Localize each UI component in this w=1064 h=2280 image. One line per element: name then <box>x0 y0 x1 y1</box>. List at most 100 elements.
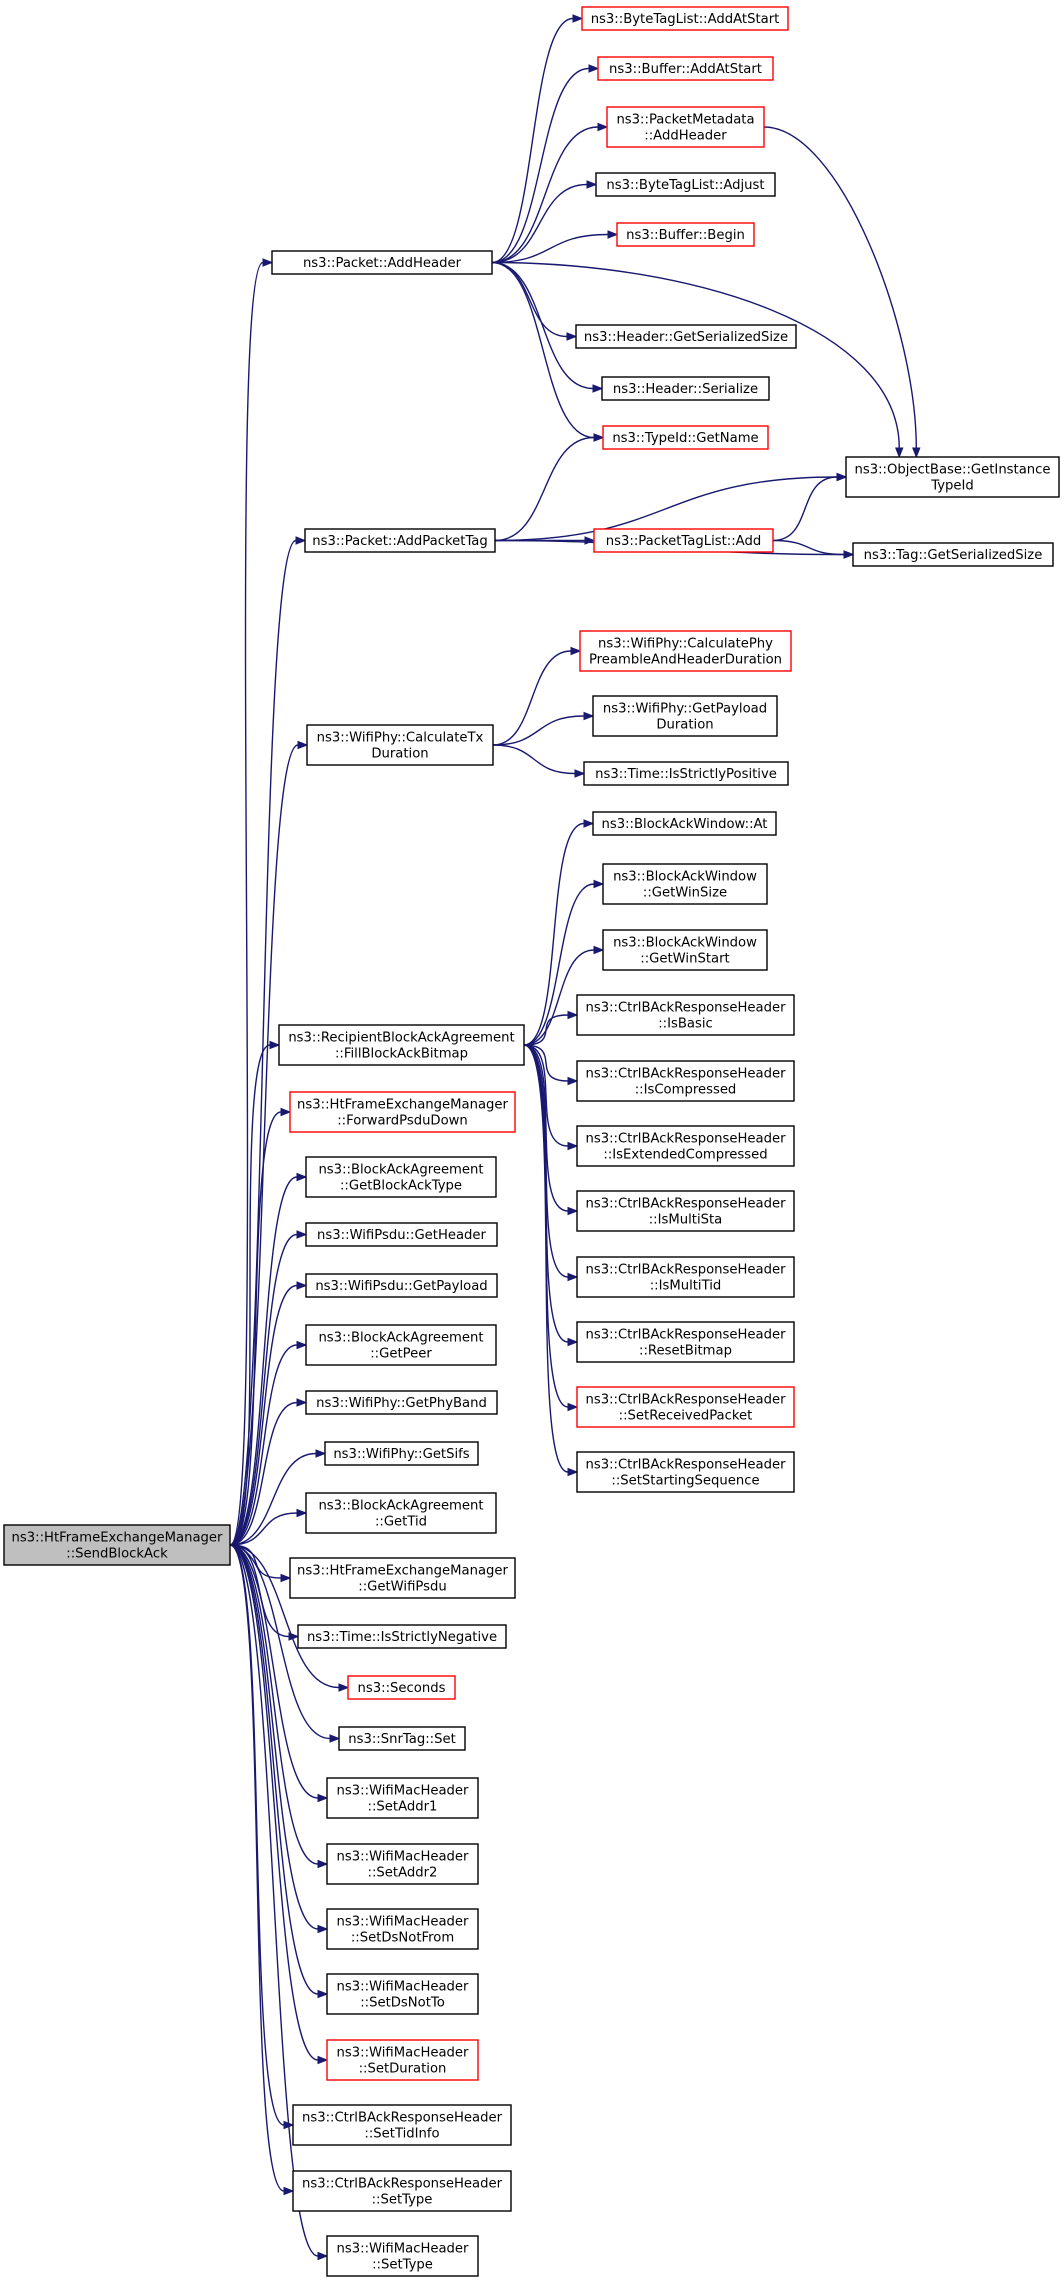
node-box <box>576 1321 795 1363</box>
arrowhead <box>567 1337 579 1347</box>
node-box <box>576 1190 795 1232</box>
node-label: ::SetType <box>372 2193 433 2208</box>
node-pm-addheader[interactable]: ns3::PacketMetadata::AddHeader <box>606 106 765 148</box>
node-btl-adjust[interactable]: ns3::ByteTagList::Adjust <box>595 172 776 197</box>
node-box <box>347 1675 456 1700</box>
node-baw-getwinsize[interactable]: ns3::BlockAckWindow::GetWinSize <box>602 863 768 905</box>
node-label: ns3::HtFrameExchangeManager <box>297 1098 508 1113</box>
node-phy-getsifs[interactable]: ns3::WifiPhy::GetSifs <box>324 1441 479 1466</box>
node-wmh-setduration[interactable]: ns3::WifiMacHeader::SetDuration <box>326 2039 479 2081</box>
node-wmh-setaddr2[interactable]: ns3::WifiMacHeader::SetAddr2 <box>326 1843 479 1885</box>
node-btl-addatstart[interactable]: ns3::ByteTagList::AddAtStart <box>581 6 789 31</box>
function-nodes: ns3::HtFrameExchangeManager::SendBlockAc… <box>3 6 1060 2277</box>
node-label: ::SetTidInfo <box>364 2127 439 2142</box>
edge-line <box>494 476 838 542</box>
node-pkt-addheader[interactable]: ns3::Packet::AddHeader <box>271 250 493 275</box>
node-box <box>289 1091 516 1133</box>
edge-line <box>523 1044 569 1212</box>
node-box <box>845 456 1060 498</box>
arrowhead <box>592 384 604 393</box>
node-tag-getsersize[interactable]: ns3::Tag::GetSerializedSize <box>852 542 1054 567</box>
node-htfem-forwardpsdu[interactable]: ns3::HtFrameExchangeManager::ForwardPsdu… <box>289 1091 516 1133</box>
arrowhead <box>296 1230 308 1239</box>
arrowhead <box>296 1281 308 1290</box>
node-cbr-setreceived[interactable]: ns3::CtrlBAckResponseHeader::SetReceived… <box>576 1386 795 1428</box>
node-htfem-getwifipsdu[interactable]: ns3::HtFrameExchangeManager::GetWifiPsdu <box>289 1557 516 1599</box>
node-snrtag-set[interactable]: ns3::SnrTag::Set <box>338 1726 466 1751</box>
node-cbr-settype[interactable]: ns3::CtrlBAckResponseHeader::SetType <box>292 2170 512 2212</box>
arrowhead <box>583 711 595 721</box>
edge-line <box>229 1544 331 1740</box>
node-box <box>602 425 769 450</box>
node-cbr-iscompressed[interactable]: ns3::CtrlBAckResponseHeader::IsCompresse… <box>576 1060 795 1102</box>
node-label: ::GetWinStart <box>640 952 729 967</box>
node-cbr-ismultista[interactable]: ns3::CtrlBAckResponseHeader::IsMultiSta <box>576 1190 795 1232</box>
edge-line <box>491 126 599 264</box>
node-seconds[interactable]: ns3::Seconds <box>347 1675 456 1700</box>
edge-phy-calctx-to-phy-getpayload <box>492 711 595 746</box>
node-psdu-getheader[interactable]: ns3::WifiPsdu::GetHeader <box>305 1222 498 1247</box>
node-rbaa-fill[interactable]: ns3::RecipientBlockAckAgreement::FillBlo… <box>278 1024 525 1066</box>
node-baa-gettid[interactable]: ns3::BlockAckAgreement::GetTid <box>305 1492 497 1534</box>
node-buf-addatstart[interactable]: ns3::Buffer::AddAtStart <box>597 56 774 81</box>
node-baw-getwinstart[interactable]: ns3::BlockAckWindow::GetWinStart <box>602 929 768 971</box>
node-psdu-getpayload[interactable]: ns3::WifiPsdu::GetPayload <box>305 1273 498 1298</box>
node-time-isstrictpos[interactable]: ns3::Time::IsStrictlyPositive <box>583 761 789 786</box>
node-cbr-ismultitid[interactable]: ns3::CtrlBAckResponseHeader::IsMultiTid <box>576 1256 795 1298</box>
node-cbr-isextcompressed[interactable]: ns3::CtrlBAckResponseHeader::IsExtendedC… <box>576 1125 795 1167</box>
node-label: ns3::Seconds <box>358 1681 446 1696</box>
node-ptl-add[interactable]: ns3::PacketTagList::Add <box>593 528 774 553</box>
edge-line <box>229 1233 298 1546</box>
edge-line <box>491 67 590 264</box>
node-box <box>304 528 496 553</box>
node-hdr-serialize[interactable]: ns3::Header::Serialize <box>601 376 770 401</box>
node-baa-getbatype[interactable]: ns3::BlockAckAgreement::GetBlockAckType <box>305 1156 497 1198</box>
node-label: ::GetWifiPsdu <box>358 1580 446 1595</box>
arrowhead <box>586 180 598 189</box>
node-label: ns3::Buffer::AddAtStart <box>609 62 762 77</box>
node-typeid-getname[interactable]: ns3::TypeId::GetName <box>602 425 769 450</box>
node-label: ns3::ByteTagList::AddAtStart <box>591 12 780 27</box>
node-cbr-isbasic[interactable]: ns3::CtrlBAckResponseHeader::IsBasic <box>576 994 795 1036</box>
arrowhead <box>567 1076 579 1086</box>
node-wmh-setaddr1[interactable]: ns3::WifiMacHeader::SetAddr1 <box>326 1777 479 1819</box>
node-baa-getpeer[interactable]: ns3::BlockAckAgreement::GetPeer <box>305 1324 497 1366</box>
edge-line <box>491 261 568 338</box>
node-box <box>606 106 765 148</box>
node-time-isstrictneg[interactable]: ns3::Time::IsStrictlyNegative <box>297 1624 507 1649</box>
node-box <box>583 761 789 786</box>
edge-root-to-htfem-forwardpsdu <box>229 1107 292 1546</box>
node-label: ns3::BlockAckWindow::At <box>602 817 768 832</box>
edge-pkt-addheader-to-btl-adjust <box>491 180 598 264</box>
node-baw-at[interactable]: ns3::BlockAckWindow::At <box>592 811 777 836</box>
node-wmh-setdsnotfrom[interactable]: ns3::WifiMacHeader::SetDsNotFrom <box>326 1908 479 1950</box>
arrowhead <box>329 1734 341 1743</box>
arrowhead <box>588 64 600 73</box>
edge-rbaa-fill-to-cbr-setstartseq <box>523 1044 579 1477</box>
node-label: ::SetReceivedPacket <box>619 1409 753 1424</box>
edge-phy-calctx-to-time-isstrictpos <box>492 744 586 778</box>
node-wmh-settype[interactable]: ns3::WifiMacHeader::SetType <box>326 2235 479 2277</box>
node-wmh-setdsnotto[interactable]: ns3::WifiMacHeader::SetDsNotTo <box>326 1973 479 2015</box>
arrowhead <box>570 646 582 656</box>
arrowhead <box>567 1467 579 1477</box>
node-cbr-setstartseq[interactable]: ns3::CtrlBAckResponseHeader::SetStarting… <box>576 1451 795 1493</box>
node-phy-getphyband[interactable]: ns3::WifiPhy::GetPhyBand <box>305 1390 498 1415</box>
edge-ptl-add-to-tag-getsersize <box>772 539 855 559</box>
node-box <box>576 1060 795 1102</box>
arrowhead <box>296 1340 308 1350</box>
node-phy-calcpreamble[interactable]: ns3::WifiPhy::CalculatePhyPreambleAndHea… <box>579 630 792 672</box>
node-cbr-settidinfo[interactable]: ns3::CtrlBAckResponseHeader::SetTidInfo <box>292 2104 512 2146</box>
edge-line <box>491 261 594 390</box>
edge-line <box>523 883 595 1046</box>
node-hdr-getsersize[interactable]: ns3::Header::GetSerializedSize <box>575 324 797 349</box>
node-pkt-addpackettag[interactable]: ns3::Packet::AddPacketTag <box>304 528 496 553</box>
node-root[interactable]: ns3::HtFrameExchangeManager::SendBlockAc… <box>3 1524 231 1566</box>
edge-line <box>229 1512 298 1546</box>
node-buf-begin[interactable]: ns3::Buffer::Begin <box>616 222 755 247</box>
edge-phy-calctx-to-phy-calcpreamble <box>492 646 582 746</box>
node-cbr-resetbitmap[interactable]: ns3::CtrlBAckResponseHeader::ResetBitmap <box>576 1321 795 1363</box>
